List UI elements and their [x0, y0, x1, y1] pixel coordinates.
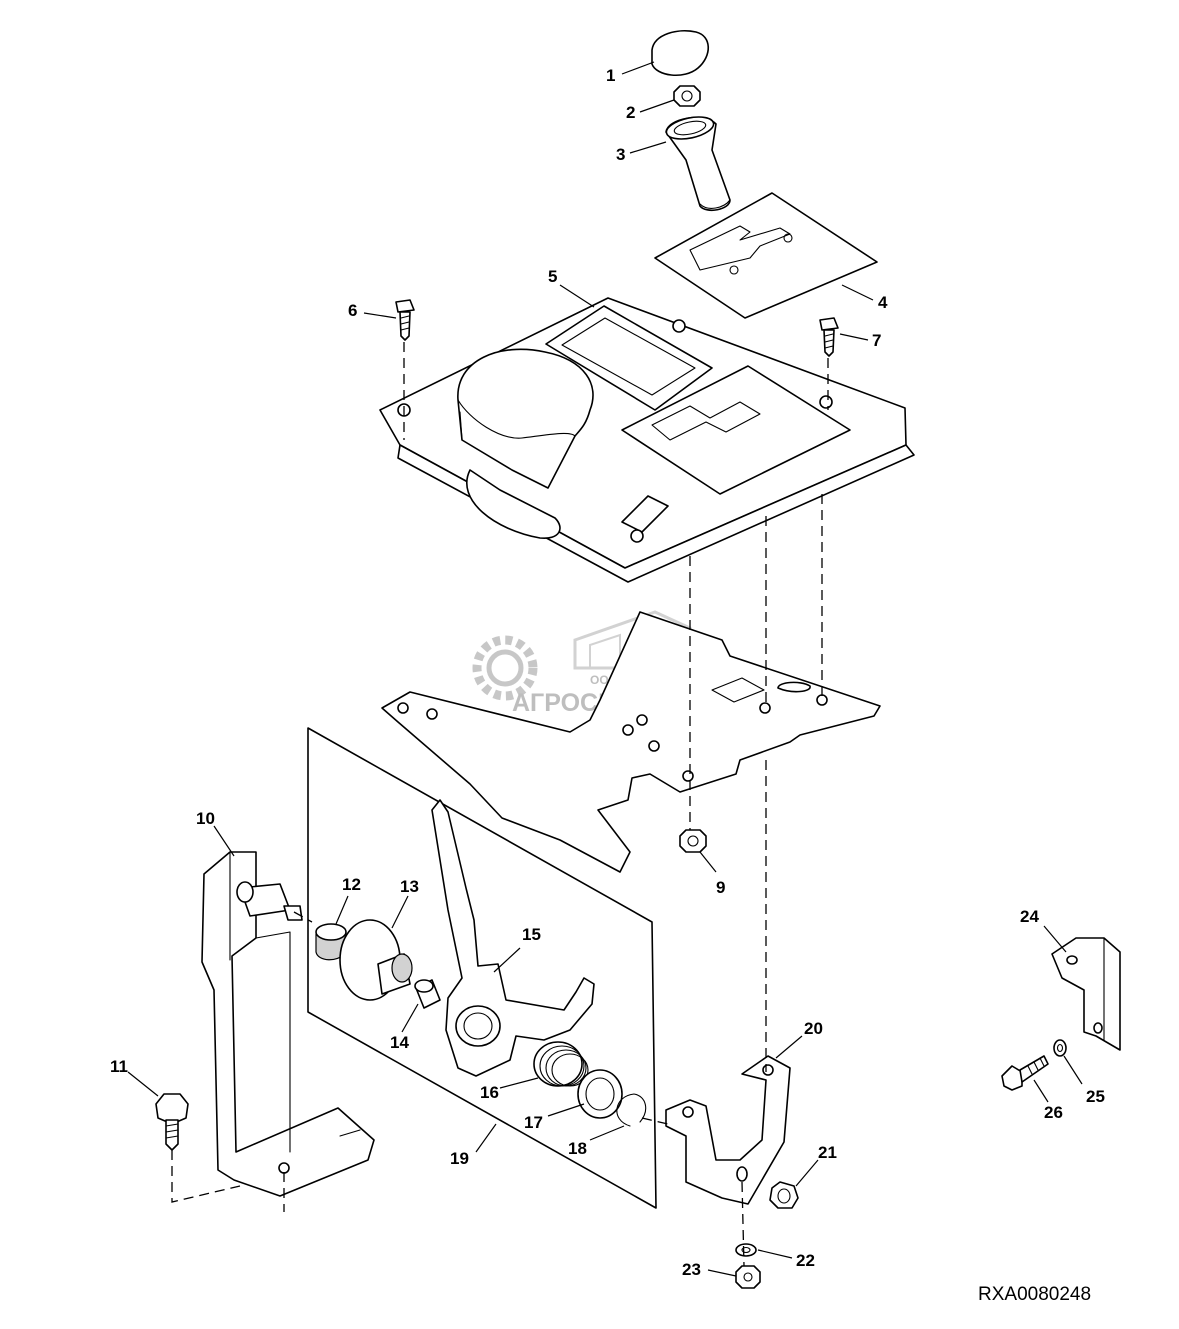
callout-19: 19	[450, 1149, 469, 1168]
part-11-bolt	[155, 1093, 189, 1151]
part-4-decal	[654, 192, 878, 319]
callout-5: 5	[548, 267, 557, 286]
part-24-bracket	[1051, 937, 1121, 1051]
callout-21: 21	[818, 1143, 837, 1162]
callout-4: 4	[878, 293, 888, 312]
callout-3: 3	[616, 145, 625, 164]
part-6-screw	[395, 299, 415, 341]
part-25-washer	[1053, 1039, 1067, 1057]
callout-6: 6	[348, 301, 357, 320]
callout-16: 16	[480, 1083, 499, 1102]
callout-1: 1	[606, 66, 615, 85]
part-18-snap-ring	[616, 1093, 647, 1127]
callout-18: 18	[568, 1139, 587, 1158]
callout-10: 10	[196, 809, 215, 828]
callout-23: 23	[682, 1260, 701, 1279]
callout-2: 2	[626, 103, 635, 122]
part-10-bracket	[201, 851, 375, 1197]
callout-26: 26	[1044, 1103, 1063, 1122]
callout-17: 17	[524, 1113, 543, 1132]
part-23-nut	[735, 1265, 761, 1289]
part-16-spring	[533, 1041, 589, 1087]
part-15-shift-lever	[431, 799, 595, 1077]
callout-20: 20	[804, 1019, 823, 1038]
leader-lines	[127, 61, 1083, 1277]
reference-code: RXA0080248	[978, 1284, 1091, 1305]
callout-25: 25	[1086, 1087, 1105, 1106]
callout-7: 7	[872, 331, 881, 350]
mounting-plate	[381, 611, 881, 873]
callout-14: 14	[390, 1033, 409, 1052]
part-26-bolt	[1001, 1055, 1049, 1091]
callout-24: 24	[1020, 907, 1039, 926]
part-20-bracket	[665, 1055, 791, 1205]
part-17-washer	[577, 1069, 623, 1119]
callout-11: 11	[110, 1057, 128, 1076]
callout-9: 9	[716, 878, 725, 897]
part-3-shift-knob	[665, 116, 731, 212]
callout-15: 15	[522, 925, 541, 944]
part-7-screw	[819, 317, 839, 357]
callout-labels: 1 2 3 4 5 6 7 9 10 11 12 13 14 15 16 17 …	[110, 66, 1105, 1279]
part-13-hub	[339, 919, 413, 1001]
assembly-lines	[171, 342, 829, 1267]
part-5-console-cover	[379, 297, 915, 583]
part-2-nut	[673, 85, 701, 107]
callout-12: 12	[342, 875, 361, 894]
part-9-nut	[679, 829, 707, 853]
part-22-washer	[735, 1243, 757, 1257]
part-1-knob-cap	[651, 30, 710, 76]
callout-22: 22	[796, 1251, 815, 1270]
part-21-nut	[769, 1181, 799, 1209]
part-14-pin	[414, 979, 441, 1009]
callout-13: 13	[400, 877, 419, 896]
